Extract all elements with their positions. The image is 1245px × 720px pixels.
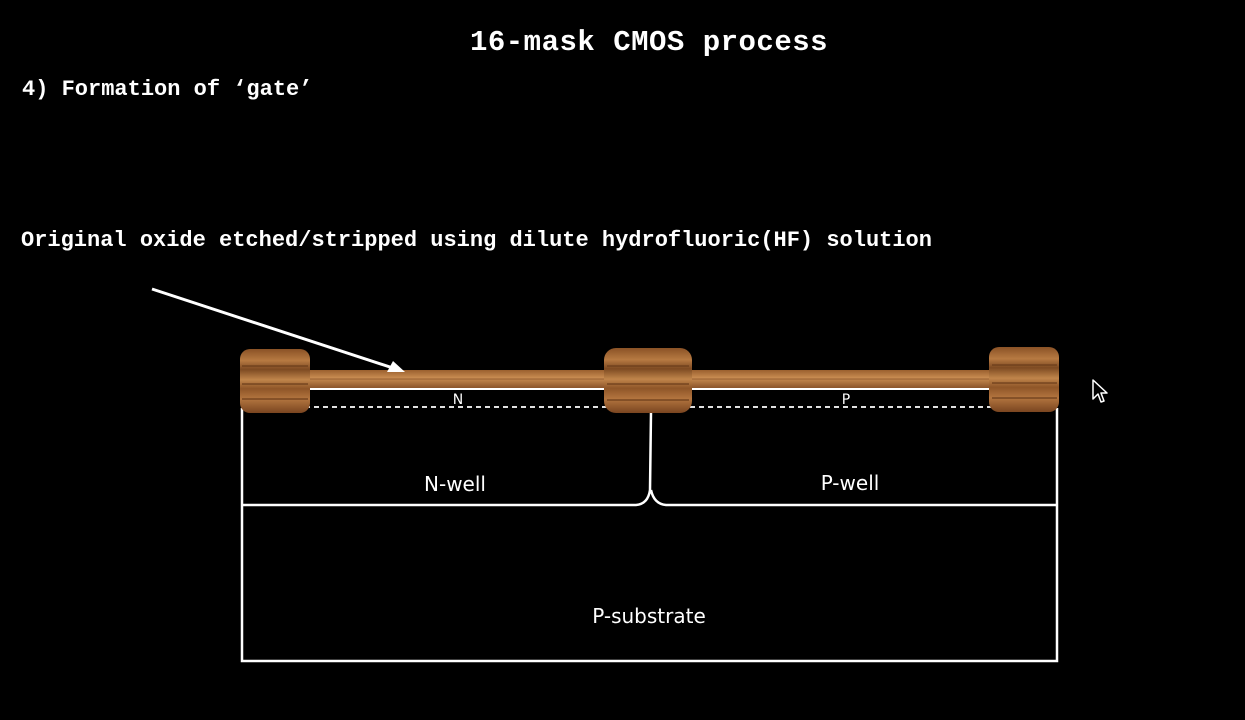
- caption-text: Original oxide etched/stripped using dil…: [21, 228, 932, 253]
- substrate-outline: [240, 408, 1059, 663]
- page-title: 16-mask CMOS process: [469, 26, 829, 59]
- annotation-arrow: [151, 287, 405, 372]
- mouse-pointer-icon: [1092, 379, 1108, 403]
- field-oxide-middle: [604, 348, 692, 413]
- p-well-label: P-well: [821, 471, 880, 495]
- n-well-label: N-well: [424, 472, 486, 496]
- step-heading: 4) Formation of ‘gate’: [22, 77, 313, 102]
- field-oxide-left: [240, 349, 310, 413]
- n-region-label: N: [453, 392, 463, 408]
- p-region-label: P: [842, 392, 850, 408]
- p-substrate-label: P-substrate: [592, 604, 706, 628]
- field-oxide-right: [989, 347, 1059, 412]
- well-boundary: [242, 411, 1057, 507]
